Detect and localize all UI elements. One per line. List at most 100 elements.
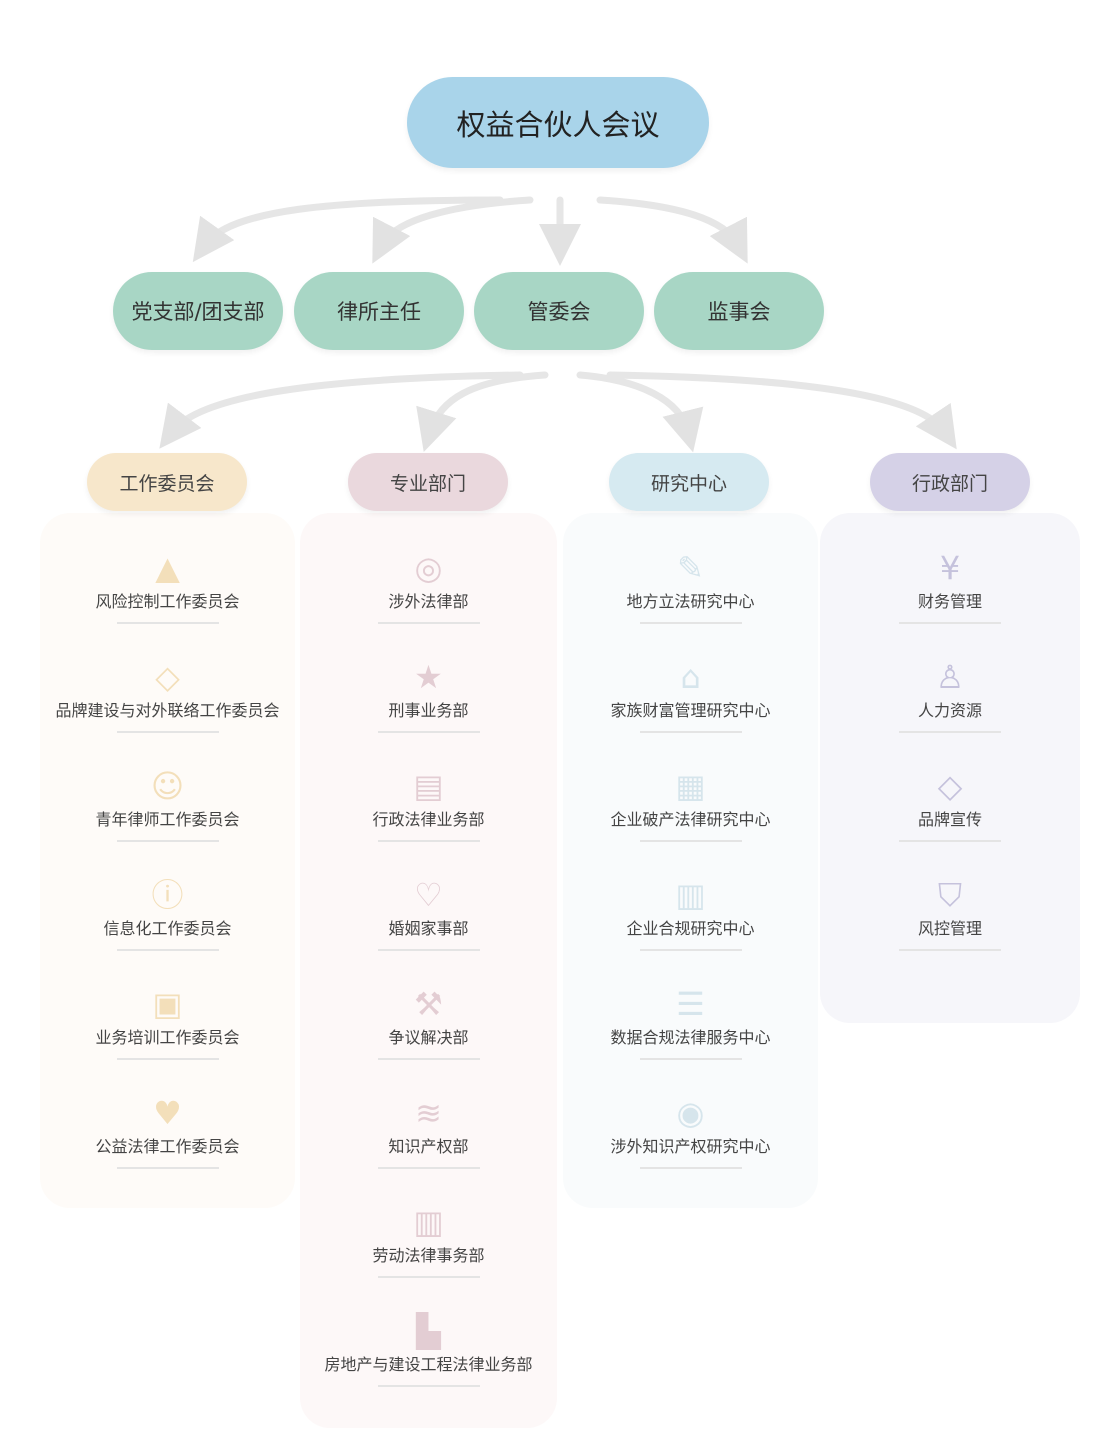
list-item: ☺青年律师工作委员会	[40, 766, 295, 875]
divider	[899, 622, 1001, 624]
list-item: ▦企业破产法律研究中心	[563, 766, 818, 875]
item-label: 行政法律业务部	[372, 810, 485, 829]
divider	[377, 731, 480, 733]
list-item: ⌂ 家族财富管理研究中心	[563, 657, 818, 766]
node-label: 研究中心	[650, 472, 727, 495]
node-director: 律所主任	[294, 272, 464, 350]
list-item: ♙人力资源	[820, 657, 1080, 766]
node-label: 监事会	[707, 300, 771, 324]
item-label: 数据合规法律服务中心	[610, 1028, 771, 1047]
divider	[377, 1385, 480, 1387]
divider	[899, 949, 1001, 951]
list-item: ▥企业合规研究中心	[563, 875, 818, 984]
item-label: 家族财富管理研究中心	[610, 701, 771, 720]
list-item: ▥劳动法律事务部	[300, 1202, 557, 1311]
building-icon: ▦	[675, 767, 706, 805]
list-item: ≋ 知识产权部	[300, 1093, 557, 1202]
contract-icon: ▥	[413, 1203, 444, 1241]
item-label: 业务培训工作委员会	[95, 1028, 240, 1047]
divider	[116, 1058, 219, 1060]
node-label: 工作委员会	[119, 472, 215, 495]
item-label: 品牌建设与对外联络工作委员会	[55, 701, 280, 720]
divider	[639, 731, 742, 733]
arrow	[606, 371, 957, 450]
divider	[377, 1167, 480, 1169]
item-label: 争议解决部	[388, 1028, 469, 1047]
divider	[116, 622, 219, 624]
divider	[639, 840, 742, 842]
globe-icon: ◎	[414, 549, 443, 587]
item-label: 人力资源	[917, 701, 982, 720]
list-icon: ☰	[676, 985, 705, 1023]
node-supervisory-board: 监事会	[654, 272, 824, 350]
arrow	[159, 371, 524, 449]
node-party-branch: 党支部/团支部	[113, 272, 283, 350]
item-label: 涉外法律部	[388, 592, 469, 611]
item-label: 财务管理	[917, 592, 982, 611]
node-management-committee: 管委会	[474, 272, 644, 350]
list-item: ¥ 财务管理	[820, 548, 1080, 657]
buildings-icon: ▙	[416, 1312, 441, 1350]
item-label: 风控管理	[917, 919, 982, 938]
node-administrative-departments: 行政部门	[870, 453, 1030, 511]
item-label: 地方立法研究中心	[626, 592, 755, 611]
gavel-icon: ⚒	[414, 985, 443, 1023]
item-label: 信息化工作委员会	[103, 919, 232, 938]
list-item: ▤行政法律业务部	[300, 766, 557, 875]
list-item: ♥ 公益法律工作委员会	[40, 1093, 295, 1202]
panel-research-centers: ✎ 地方立法研究中心 ⌂ 家族财富管理研究中心 ▦企业破产法律研究中心▥企业合规研究中心…	[563, 513, 818, 1208]
divider	[116, 1167, 219, 1169]
shield-search-icon: ⛉	[937, 876, 962, 914]
item-label: 风险控制工作委员会	[95, 592, 240, 611]
node-label: 行政部门	[911, 472, 988, 495]
list-item: ⚒ 争议解决部	[300, 984, 557, 1093]
node-working-committees: 工作委员会	[87, 453, 247, 511]
node-label: 律所主任	[337, 300, 421, 324]
police-badge-icon: ★	[414, 658, 443, 696]
item-label: 品牌宣传	[917, 810, 982, 829]
item-label: 公益法律工作委员会	[95, 1137, 240, 1156]
heart-hands-icon: ♥	[153, 1094, 182, 1132]
divider	[639, 622, 742, 624]
item-label: 婚姻家事部	[388, 919, 469, 938]
list-item: ◉ 涉外知识产权研究中心	[563, 1093, 818, 1202]
stack-icon: ≋	[415, 1094, 442, 1132]
house-icon: ⌂	[680, 658, 701, 696]
divider	[377, 1276, 480, 1278]
arrow	[372, 196, 534, 264]
arrow	[576, 371, 704, 453]
panel-professional-departments: ◎ 涉外法律部 ★刑事业务部▤行政法律业务部♡婚姻家事部⚒ 争议解决部 ≋ 知识产权部 ▥劳…	[300, 513, 557, 1428]
divider	[639, 949, 742, 951]
list-item: ▲ 风险控制工作委员会	[40, 548, 295, 657]
yen-icon: ¥	[939, 549, 961, 587]
divider	[377, 1058, 480, 1060]
edit-icon: ✎	[677, 549, 704, 587]
divider	[377, 840, 480, 842]
divider	[116, 949, 219, 951]
connector-arrows	[159, 196, 957, 453]
columns-icon: ▥	[675, 876, 706, 914]
panel-administrative-departments: ¥ 财务管理 ♙人力资源◇品牌宣传⛉ 风控管理	[820, 513, 1080, 1023]
list-item: ★刑事业务部	[300, 657, 557, 766]
list-item: ◇品牌建设与对外联络工作委员会	[40, 657, 295, 766]
list-item: ◎ 涉外法律部	[300, 548, 557, 657]
node-label: 专业部门	[389, 472, 466, 495]
item-label: 房地产与建设工程法律业务部	[324, 1355, 533, 1374]
arrow	[416, 371, 549, 453]
divider	[899, 731, 1001, 733]
list-item: ♡婚姻家事部	[300, 875, 557, 984]
divider	[899, 840, 1001, 842]
list-item: ◇品牌宣传	[820, 766, 1080, 875]
root-label: 权益合伙人会议	[456, 107, 660, 142]
node-label: 党支部/团支部	[131, 300, 265, 324]
item-label: 涉外知识产权研究中心	[610, 1137, 771, 1156]
list-item: ⛉ 风控管理	[820, 875, 1080, 984]
list-item: ☰ 数据合规法律服务中心	[563, 984, 818, 1093]
node-professional-departments: 专业部门	[348, 453, 508, 511]
divider	[377, 949, 480, 951]
globe-gear-icon: ◉	[676, 1094, 705, 1132]
item-label: 青年律师工作委员会	[95, 810, 240, 829]
node-label: 管委会	[527, 300, 591, 324]
item-label: 知识产权部	[388, 1137, 469, 1156]
warning-icon: ▲	[155, 549, 180, 587]
